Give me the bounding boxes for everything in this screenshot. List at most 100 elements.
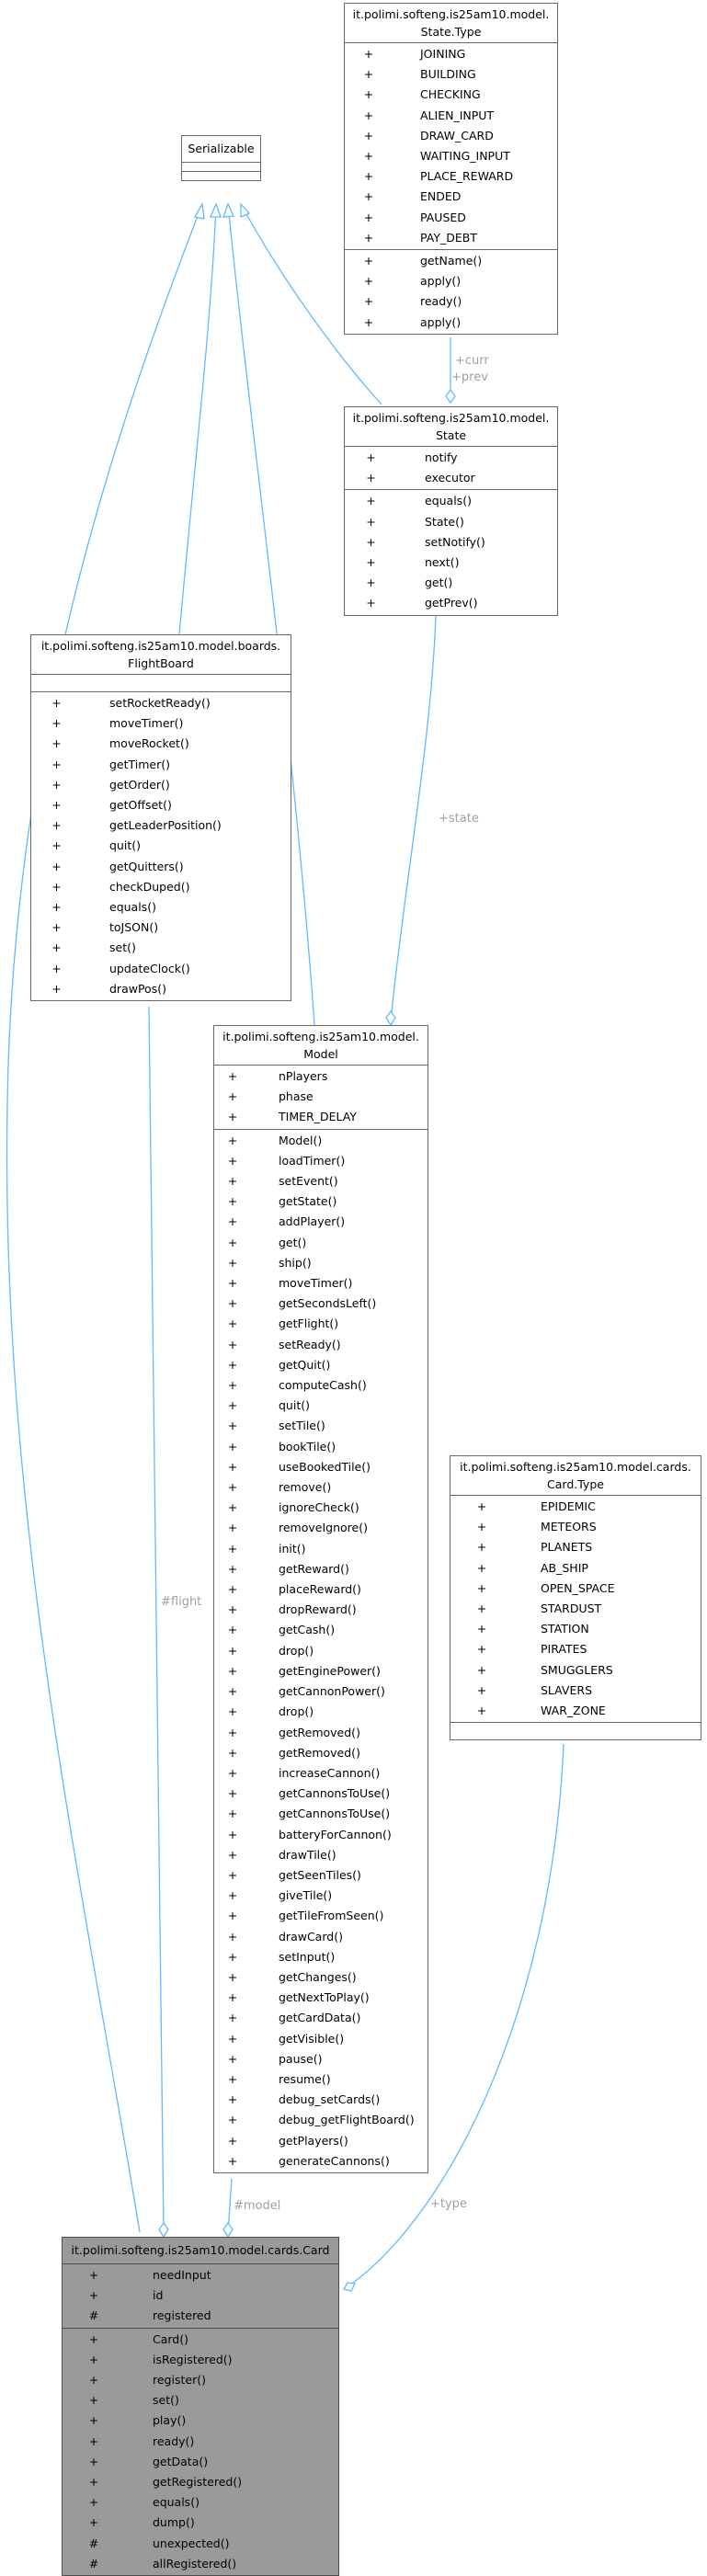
method-row[interactable]: +computeCash()	[214, 1375, 428, 1396]
attribute-row[interactable]: +OPEN_SPACE	[450, 1579, 701, 1599]
attribute-row[interactable]: +DRAW_CARD	[345, 126, 557, 146]
method-row[interactable]: +equals()	[63, 2492, 338, 2513]
method-row[interactable]: +getTimer()	[31, 755, 291, 775]
method-row[interactable]: +moveTimer()	[214, 1273, 428, 1294]
method-row[interactable]: +register()	[63, 2370, 338, 2390]
attribute-row[interactable]: +PLANETS	[450, 1537, 701, 1557]
attribute-row[interactable]: +needInput	[63, 2265, 338, 2285]
method-row[interactable]: +Model()	[214, 1131, 428, 1151]
attribute-row[interactable]: +PAUSED	[345, 208, 557, 228]
attribute-row[interactable]: +PAY_DEBT	[345, 228, 557, 248]
method-row[interactable]: +remove()	[214, 1477, 428, 1498]
method-row[interactable]: +getCash()	[214, 1620, 428, 1640]
method-row[interactable]: +ship()	[214, 1253, 428, 1273]
attribute-row[interactable]: #registered	[63, 2306, 338, 2326]
method-row[interactable]: +getCannonsToUse()	[214, 1804, 428, 1824]
method-row[interactable]: +getRemoved()	[214, 1743, 428, 1763]
method-row[interactable]: +addPlayer()	[214, 1212, 428, 1232]
attribute-row[interactable]: +AB_SHIP	[450, 1558, 701, 1579]
method-row[interactable]: +apply()	[345, 313, 557, 333]
method-row[interactable]: +getSeenTiles()	[214, 1865, 428, 1886]
method-row[interactable]: +apply()	[345, 271, 557, 291]
attribute-row[interactable]: +nPlayers	[214, 1066, 428, 1087]
method-row[interactable]: +pause()	[214, 2049, 428, 2069]
method-row[interactable]: +drop()	[214, 1641, 428, 1661]
method-row[interactable]: +moveTimer()	[31, 713, 291, 734]
method-row[interactable]: +drop()	[214, 1702, 428, 1722]
method-row[interactable]: +getPlayers()	[214, 2131, 428, 2151]
method-row[interactable]: +ready()	[345, 291, 557, 312]
method-row[interactable]: +setTile()	[214, 1416, 428, 1436]
class-card-type[interactable]: it.polimi.softeng.is25am10.model.cards.C…	[450, 1455, 701, 1741]
attribute-row[interactable]: +JOINING	[345, 44, 557, 64]
method-row[interactable]: +getLeaderPosition()	[31, 815, 291, 836]
method-row[interactable]: +play()	[63, 2411, 338, 2431]
method-row[interactable]: +setRocketReady()	[31, 693, 291, 713]
method-row[interactable]: +checkDuped()	[31, 877, 291, 897]
method-row[interactable]: +ignoreCheck()	[214, 1498, 428, 1518]
method-row[interactable]: +State()	[345, 512, 557, 532]
attribute-row[interactable]: +SLAVERS	[450, 1681, 701, 1701]
attribute-row[interactable]: +CHECKING	[345, 85, 557, 105]
method-row[interactable]: +removeIgnore()	[214, 1518, 428, 1538]
attribute-row[interactable]: +STARDUST	[450, 1599, 701, 1619]
method-row[interactable]: +dropReward()	[214, 1600, 428, 1620]
method-row[interactable]: +ready()	[63, 2432, 338, 2452]
method-row[interactable]: +setNotify()	[345, 532, 557, 553]
method-row[interactable]: +get()	[214, 1233, 428, 1253]
method-row[interactable]: +setInput()	[214, 1947, 428, 1967]
attribute-row[interactable]: +METEORS	[450, 1517, 701, 1537]
class-state-type[interactable]: it.polimi.softeng.is25am10.model.State.T…	[344, 3, 558, 335]
attribute-row[interactable]: +WAR_ZONE	[450, 1701, 701, 1721]
method-row[interactable]: +debug_getFlightBoard()	[214, 2110, 428, 2130]
class-card[interactable]: it.polimi.softeng.is25am10.model.cards.C…	[62, 2237, 339, 2576]
method-row[interactable]: +getCardData()	[214, 2008, 428, 2028]
class-serializable[interactable]: Serializable	[181, 135, 261, 181]
attribute-row[interactable]: +notify	[345, 448, 557, 468]
method-row[interactable]: +drawCard()	[214, 1927, 428, 1947]
attribute-row[interactable]: +STATION	[450, 1619, 701, 1639]
method-row[interactable]: +equals()	[31, 897, 291, 918]
method-row[interactable]: +getFlight()	[214, 1314, 428, 1334]
method-row[interactable]: +resume()	[214, 2069, 428, 2090]
method-row[interactable]: +getCannonsToUse()	[214, 1784, 428, 1804]
method-row[interactable]: +giveTile()	[214, 1886, 428, 1906]
method-row[interactable]: +isRegistered()	[63, 2350, 338, 2370]
attribute-row[interactable]: +ALIEN_INPUT	[345, 106, 557, 126]
method-row[interactable]: +setEvent()	[214, 1171, 428, 1191]
method-row[interactable]: +debug_setCards()	[214, 2090, 428, 2110]
method-row[interactable]: +getEnginePower()	[214, 1661, 428, 1681]
attribute-row[interactable]: +phase	[214, 1087, 428, 1107]
attribute-row[interactable]: +WAITING_INPUT	[345, 146, 557, 166]
method-row[interactable]: +getCannonPower()	[214, 1681, 428, 1702]
method-row[interactable]: +quit()	[31, 836, 291, 856]
attribute-row[interactable]: +EPIDEMIC	[450, 1497, 701, 1517]
class-model[interactable]: it.polimi.softeng.is25am10.model.Model+n…	[213, 1025, 428, 2173]
method-row[interactable]: +drawPos()	[31, 979, 291, 999]
method-row[interactable]: +moveRocket()	[31, 734, 291, 754]
method-row[interactable]: +getChanges()	[214, 1967, 428, 1988]
method-row[interactable]: +getRegistered()	[63, 2472, 338, 2492]
class-state[interactable]: it.polimi.softeng.is25am10.model.State+n…	[344, 406, 558, 616]
method-row[interactable]: #unexpected()	[63, 2534, 338, 2554]
attribute-row[interactable]: +ENDED	[345, 187, 557, 207]
method-row[interactable]: +next()	[345, 553, 557, 573]
method-row[interactable]: +dump()	[63, 2513, 338, 2533]
method-row[interactable]: +getTileFromSeen()	[214, 1906, 428, 1926]
attribute-row[interactable]: +PIRATES	[450, 1639, 701, 1659]
method-row[interactable]: +getVisible()	[214, 2029, 428, 2049]
method-row[interactable]: +getRemoved()	[214, 1723, 428, 1743]
method-row[interactable]: +getOrder()	[31, 775, 291, 795]
method-row[interactable]: +updateClock()	[31, 959, 291, 979]
method-row[interactable]: +getState()	[214, 1191, 428, 1212]
method-row[interactable]: +getData()	[63, 2452, 338, 2472]
method-row[interactable]: +set()	[63, 2390, 338, 2411]
method-row[interactable]: +setReady()	[214, 1335, 428, 1355]
method-row[interactable]: +batteryForCannon()	[214, 1825, 428, 1845]
attribute-row[interactable]: +BUILDING	[345, 64, 557, 85]
method-row[interactable]: +getOffset()	[31, 795, 291, 815]
method-row[interactable]: +drawTile()	[214, 1845, 428, 1865]
method-row[interactable]: +getSecondsLeft()	[214, 1294, 428, 1314]
attribute-row[interactable]: +SMUGGLERS	[450, 1660, 701, 1681]
method-row[interactable]: +getNextToPlay()	[214, 1988, 428, 2008]
